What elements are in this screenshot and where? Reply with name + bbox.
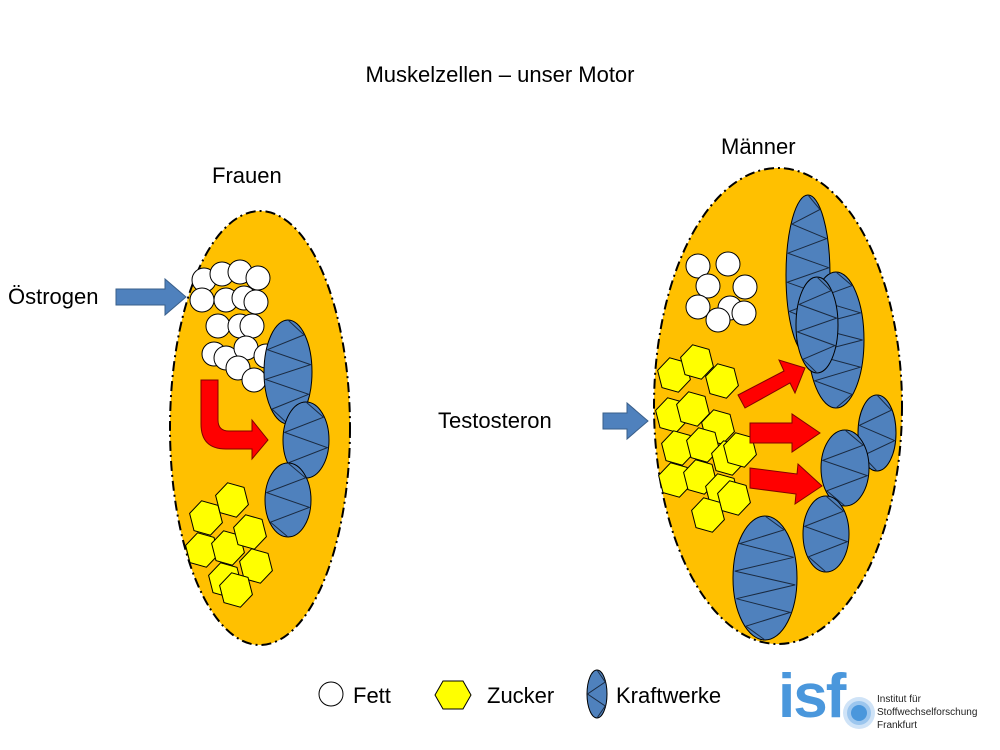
men-sugar-molecule [680,344,714,380]
men-sugar-molecule [658,462,692,498]
isf-logo-circle [843,697,875,729]
institute-line-1: Institut für [877,694,921,705]
men-fat-droplet [685,294,711,320]
oestrogen-label: Östrogen [8,284,99,309]
women-sugar-molecule [185,532,219,568]
isf-logo-text: isf [778,662,846,731]
institute-line-3: Frankfurt [877,720,918,731]
legend-sugar-label: Zucker [487,683,555,708]
sugar-hexagon-icon [434,680,472,710]
legend-fat-label: Fett [353,683,391,708]
men-mitochondrion [802,495,850,573]
men-fat-droplet [685,253,711,279]
men-fat-droplet [731,300,757,326]
women-fat-droplet [189,287,215,313]
page-title: Muskelzellen – unser Motor [365,62,635,87]
men-fat-droplet [695,273,721,299]
women-fat-droplet [241,367,267,393]
mitochondrion-icon [586,669,608,719]
women-flow-arrow [200,379,269,461]
men-mitochondrion [732,515,798,641]
women-fat-droplet [245,265,271,291]
men-label: Männer [721,134,796,159]
men-flow-arrow-down [749,462,823,506]
men-mitochondrion [795,276,839,374]
testosterone-label: Testosteron [438,408,552,433]
women-sugar-molecule [239,548,273,584]
fat-circle-icon [318,681,344,707]
men-fat-droplet [705,307,731,333]
legend-mitochondrion-shape [586,669,608,719]
men-flow-arrow-middle [749,413,821,453]
testosterone-arrow [602,401,649,441]
men-sugar-molecule [705,363,739,399]
men-mitochondrion [857,394,897,472]
oestrogen-arrow [115,277,187,317]
women-label: Frauen [212,163,282,188]
men-fat-droplet [732,274,758,300]
women-sugar-molecule [219,572,253,608]
men-sugar-molecule [661,430,695,466]
men-sugar-molecule [676,391,710,427]
men-mitochondrion [820,429,870,507]
women-sugar-molecule [215,482,249,518]
men-sugar-molecule [717,480,751,516]
institute-name: Institut für Stoffwechselforschung Frank… [877,693,997,732]
institute-line-2: Stoffwechselforschung [877,707,978,718]
men-fat-droplet [715,251,741,277]
men-flow-arrow-up [737,359,806,409]
legend-powerplants-label: Kraftwerke [616,683,722,708]
women-mitochondrion [264,462,312,538]
women-fat-droplet [205,313,231,339]
women-fat-droplet [243,289,269,315]
women-fat-droplet [239,313,265,339]
